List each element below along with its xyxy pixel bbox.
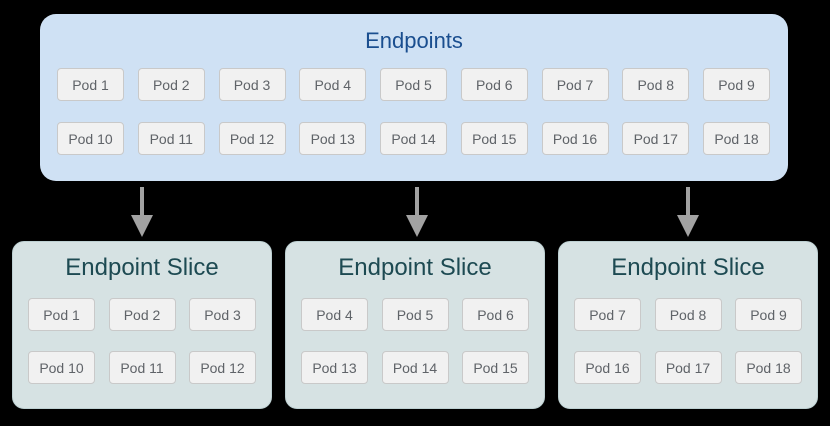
pod: Pod 14 (381, 351, 449, 384)
pod: Pod 1 (28, 298, 95, 331)
pod: Pod 18 (703, 122, 770, 155)
pod: Pod 18 (735, 351, 802, 384)
arrow-down-icon (677, 187, 699, 237)
pod: Pod 10 (57, 122, 124, 155)
endpoint-slice-box-3: Endpoint Slice Pod 7 Pod 8 Pod 9 Pod 16 … (558, 241, 818, 409)
arrow-down-icon (406, 187, 428, 237)
slice-pod-row-2: Pod 13 Pod 14 Pod 15 (286, 351, 544, 384)
pod: Pod 5 (381, 298, 449, 331)
slice-pod-row-1: Pod 1 Pod 2 Pod 3 (13, 298, 271, 331)
slice-pod-row-2: Pod 16 Pod 17 Pod 18 (559, 351, 817, 384)
slice-pod-row-1: Pod 7 Pod 8 Pod 9 (559, 298, 817, 331)
endpoint-slice-title: Endpoint Slice (65, 254, 219, 281)
endpoint-slice-title: Endpoint Slice (611, 254, 765, 281)
pod: Pod 14 (380, 122, 447, 155)
arrow-shaft (140, 187, 144, 215)
pod: Pod 2 (108, 298, 176, 331)
endpoints-pod-row-2: Pod 10 Pod 11 Pod 12 Pod 13 Pod 14 Pod 1… (40, 122, 788, 155)
pod: Pod 16 (574, 351, 641, 384)
pod: Pod 12 (189, 351, 256, 384)
arrow-shaft (415, 187, 419, 215)
endpoint-slice-box-1: Endpoint Slice Pod 1 Pod 2 Pod 3 Pod 10 … (12, 241, 272, 409)
pod: Pod 3 (218, 68, 286, 101)
pod: Pod 9 (735, 298, 802, 331)
endpoints-pod-row-1: Pod 1 Pod 2 Pod 3 Pod 4 Pod 5 Pod 6 Pod … (40, 68, 788, 101)
pod: Pod 15 (462, 351, 529, 384)
pod: Pod 17 (654, 351, 722, 384)
pod: Pod 8 (654, 298, 722, 331)
pod: Pod 12 (218, 122, 286, 155)
arrow-head (677, 215, 699, 237)
endpoints-box: Endpoints Pod 1 Pod 2 Pod 3 Pod 4 Pod 5 … (40, 14, 788, 181)
pod: Pod 7 (541, 68, 609, 101)
pod: Pod 13 (301, 351, 368, 384)
pod: Pod 2 (137, 68, 205, 101)
arrow-shaft (686, 187, 690, 215)
slice-pod-row-1: Pod 4 Pod 5 Pod 6 (286, 298, 544, 331)
pod: Pod 17 (622, 122, 690, 155)
pod: Pod 6 (462, 298, 529, 331)
pod: Pod 9 (703, 68, 770, 101)
pod: Pod 6 (460, 68, 528, 101)
pod: Pod 11 (137, 122, 205, 155)
endpoints-title: Endpoints (365, 28, 463, 53)
pod: Pod 7 (574, 298, 641, 331)
arrow-head (131, 215, 153, 237)
slice-pod-row-2: Pod 10 Pod 11 Pod 12 (13, 351, 271, 384)
pod: Pod 4 (301, 298, 368, 331)
pod: Pod 3 (189, 298, 256, 331)
arrow-head (406, 215, 428, 237)
pod: Pod 16 (541, 122, 609, 155)
pod: Pod 5 (380, 68, 447, 101)
endpoint-slice-title: Endpoint Slice (338, 254, 492, 281)
pod: Pod 1 (57, 68, 124, 101)
pod: Pod 11 (108, 351, 176, 384)
pod: Pod 8 (622, 68, 690, 101)
pod: Pod 4 (299, 68, 367, 101)
endpoint-slice-box-2: Endpoint Slice Pod 4 Pod 5 Pod 6 Pod 13 … (285, 241, 545, 409)
pod: Pod 15 (460, 122, 528, 155)
pod: Pod 13 (299, 122, 367, 155)
arrow-down-icon (131, 187, 153, 237)
pod: Pod 10 (28, 351, 95, 384)
